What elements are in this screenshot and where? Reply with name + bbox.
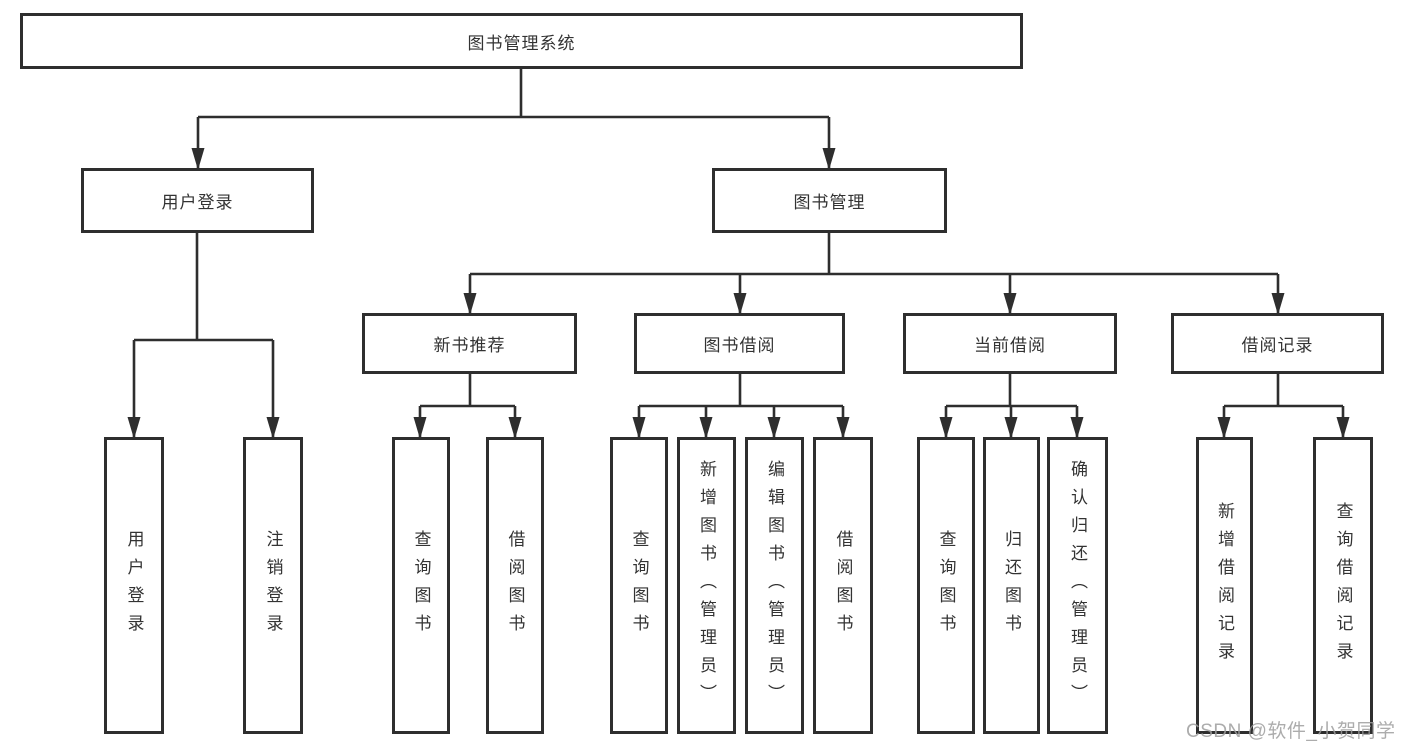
leaf-br-query-record: 查询借阅记录 — [1313, 437, 1373, 734]
leaf-nbr-borrow-books: 借阅图书 — [486, 437, 544, 734]
leaf-br-add-record-label: 新增借阅记录 — [1215, 501, 1234, 670]
leaf-nbr-query-books-label: 查询图书 — [411, 529, 431, 642]
leaf-bb-borrow-books: 借阅图书 — [813, 437, 873, 734]
leaf-bb-add-book-admin-label: 新增图书（管理员） — [697, 459, 716, 712]
leaf-cb-query-books-label: 查询图书 — [936, 529, 956, 642]
leaf-br-add-record: 新增借阅记录 — [1196, 437, 1253, 734]
node-borrowing-records-label: 借阅记录 — [1241, 336, 1314, 355]
node-book-management-label: 图书管理 — [793, 193, 866, 212]
leaf-cb-confirm-return-admin-label: 确认归还（管理员） — [1068, 459, 1087, 712]
leaf-cb-query-books: 查询图书 — [917, 437, 975, 734]
watermark: CSDN @软件_小贺同学 — [1186, 721, 1396, 742]
node-current-borrowing: 当前借阅 — [903, 313, 1117, 374]
leaf-bb-edit-book-admin: 编辑图书（管理员） — [745, 437, 804, 734]
node-root: 图书管理系统 — [20, 13, 1023, 69]
leaf-cb-return-books-label: 归还图书 — [1002, 529, 1021, 642]
node-user-login-label: 用户登录 — [161, 193, 234, 212]
node-book-borrowing-label: 图书借阅 — [703, 336, 776, 355]
node-current-borrowing-label: 当前借阅 — [974, 336, 1046, 355]
node-borrowing-records: 借阅记录 — [1171, 313, 1384, 374]
leaf-logout: 注销登录 — [243, 437, 303, 734]
leaf-user-login: 用户登录 — [104, 437, 164, 734]
leaf-br-query-record-label: 查询借阅记录 — [1333, 501, 1353, 670]
leaf-cb-confirm-return-admin: 确认归还（管理员） — [1047, 437, 1108, 734]
leaf-cb-return-books: 归还图书 — [983, 437, 1040, 734]
leaf-nbr-query-books: 查询图书 — [392, 437, 450, 734]
node-book-borrowing: 图书借阅 — [634, 313, 845, 374]
node-root-label: 图书管理系统 — [467, 33, 576, 53]
leaf-bb-query-books: 查询图书 — [610, 437, 668, 734]
leaf-logout-label: 注销登录 — [263, 529, 283, 642]
node-new-book-recommendation: 新书推荐 — [362, 313, 577, 374]
leaf-bb-query-books-label: 查询图书 — [629, 529, 649, 642]
node-user-login: 用户登录 — [81, 168, 314, 233]
node-book-management: 图书管理 — [712, 168, 947, 233]
leaf-nbr-borrow-books-label: 借阅图书 — [505, 529, 525, 642]
leaf-bb-edit-book-admin-label: 编辑图书（管理员） — [765, 459, 784, 712]
leaf-user-login-label: 用户登录 — [124, 529, 144, 642]
connector-line-group — [132, 69, 1345, 437]
node-new-book-recommendation-label: 新书推荐 — [433, 336, 506, 355]
leaf-bb-borrow-books-label: 借阅图书 — [833, 529, 853, 642]
leaf-bb-add-book-admin: 新增图书（管理员） — [677, 437, 736, 734]
